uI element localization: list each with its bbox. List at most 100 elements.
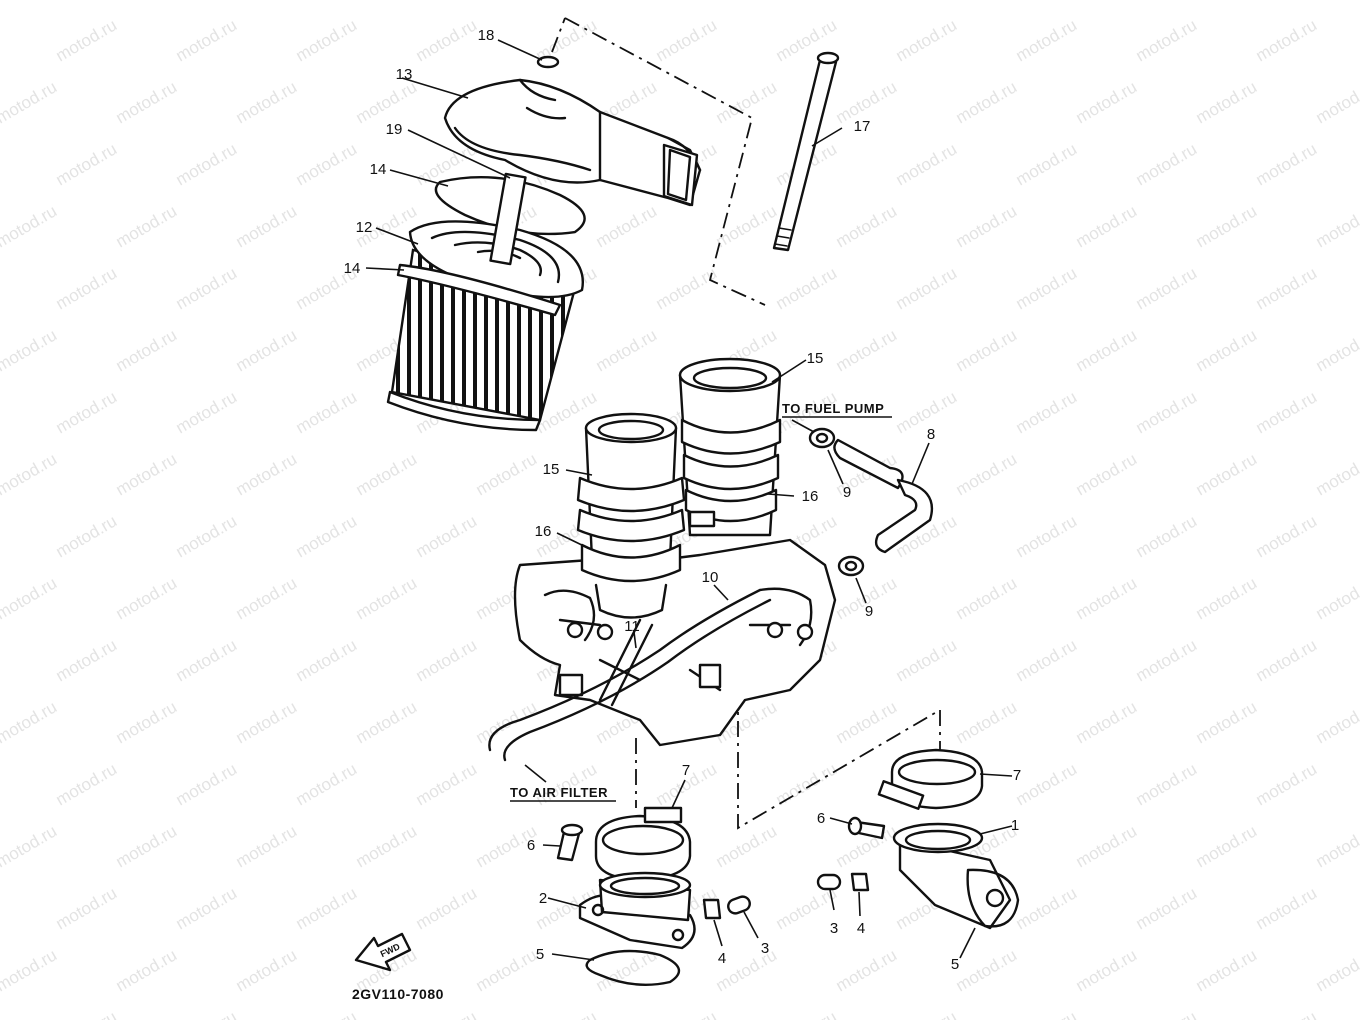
watermark-text: motod.ru [53,883,121,933]
watermark-text: motod.ru [1193,201,1261,251]
watermark-text: motod.ru [233,201,301,251]
intake-joint-right [892,822,1012,930]
watermark-text: motod.ru [1253,1007,1321,1020]
watermark-text: motod.ru [233,325,301,375]
watermark-text: motod.ru [1313,77,1360,127]
watermark-text: motod.ru [173,15,241,65]
watermark-text: motod.ru [953,0,1021,3]
watermark-text: motod.ru [1253,387,1321,437]
watermark-text: motod.ru [0,573,60,623]
callout-18: 18 [478,27,495,44]
watermark-text: motod.ru [713,821,781,871]
watermark-text: motod.ru [653,1007,721,1020]
watermark-text: motod.ru [113,0,181,3]
watermark-text: motod.ru [0,697,60,747]
callout-10: 10 [702,569,719,586]
watermark-text: motod.ru [1133,1007,1201,1020]
watermark-text: motod.ru [53,759,121,809]
watermark-text: motod.ru [893,139,961,189]
watermark-text: motod.ru [713,201,781,251]
watermark-text: motod.ru [713,0,781,3]
watermark-text: motod.ru [413,15,481,65]
watermark-text: motod.ru [1133,15,1201,65]
callout-9-upper: 9 [843,484,851,501]
watermark-text: motod.ru [413,883,481,933]
watermark-text: motod.ru [953,697,1021,747]
watermark-text: motod.ru [1133,387,1201,437]
watermark-text: motod.ru [233,945,301,995]
callout-6-right: 6 [817,810,825,827]
watermark-text: motod.ru [533,1007,601,1020]
watermark-text: motod.ru [1193,573,1261,623]
watermark-text: motod.ru [953,573,1021,623]
callout-5-right: 5 [951,956,959,973]
watermark-text: motod.ru [0,945,60,995]
watermark-text: motod.ru [1313,821,1360,871]
callout-14-bottom: 14 [344,260,361,277]
watermark-text: motod.ru [53,15,121,65]
watermark-text: motod.ru [353,573,421,623]
callout-16-right: 16 [802,488,819,505]
callout-5-left: 5 [536,946,544,963]
watermark-text: motod.ru [1313,573,1360,623]
watermark-text: motod.ru [353,0,421,3]
watermark-text: motod.ru [1133,139,1201,189]
watermark-text: motod.ru [1193,697,1261,747]
watermark-text: motod.ru [1013,139,1081,189]
watermark-text: motod.ru [233,449,301,499]
watermark-text: motod.ru [113,697,181,747]
watermark-text: motod.ru [893,1007,961,1020]
watermark-text: motod.ru [0,77,60,127]
callout-7-right: 7 [1013,767,1021,784]
watermark-text: motod.ru [293,1007,361,1020]
watermark-text: motod.ru [233,697,301,747]
watermark-text: motod.ru [593,201,661,251]
watermark-text: motod.ru [113,945,181,995]
callout-11: 11 [624,618,640,635]
watermark-text: motod.ru [353,77,421,127]
watermark-text: motod.ru [1253,511,1321,561]
callout-17: 17 [854,118,871,135]
watermark-text: motod.ru [1073,77,1141,127]
clip-left [702,898,722,920]
watermark-text: motod.ru [893,635,961,685]
watermark-text: motod.ru [953,77,1021,127]
watermark-text: motod.ru [1133,883,1201,933]
watermark-text: motod.ru [173,1007,241,1020]
hose-clamp-right [877,748,984,810]
long-bolt [772,51,840,252]
watermark-text: motod.ru [1313,0,1360,3]
watermark-text: motod.ru [1013,635,1081,685]
watermark-text: motod.ru [0,201,60,251]
watermark-text: motod.ru [833,201,901,251]
watermark-text: motod.ru [1073,573,1141,623]
cap-left [727,895,751,915]
watermark-text: motod.ru [173,263,241,313]
callout-1: 1 [1011,817,1019,834]
callout-6-left: 6 [527,837,535,854]
watermark-text: motod.ru [1193,77,1261,127]
callout-19: 19 [386,121,403,138]
watermark-text: motod.ru [173,759,241,809]
watermark-text: motod.ru [1313,201,1360,251]
callout-labels: 18 13 19 14 12 14 17 15 15 16 16 8 9 9 1… [344,27,1022,973]
cap-right [816,873,842,891]
watermark-text: motod.ru [293,635,361,685]
callout-2: 2 [539,890,547,907]
watermark-text: motod.ru [1013,263,1081,313]
watermark-text: motod.ru [1073,821,1141,871]
watermark-text: motod.ru [1013,883,1081,933]
callout-15-right: 15 [807,350,824,367]
callout-14-top: 14 [370,161,387,178]
watermark-text: motod.ru [1133,511,1201,561]
watermark-text: motod.ru [1073,697,1141,747]
watermark-text: motod.ru [113,325,181,375]
hose-clip-lower [837,555,865,577]
air-filter-cover [443,55,702,207]
intake-joint-left [578,871,696,950]
watermark-text: motod.ru [1193,0,1261,3]
watermark-text: motod.ru [953,325,1021,375]
watermark-text: motod.ru [833,945,901,995]
carburetor-assembly [488,357,837,762]
